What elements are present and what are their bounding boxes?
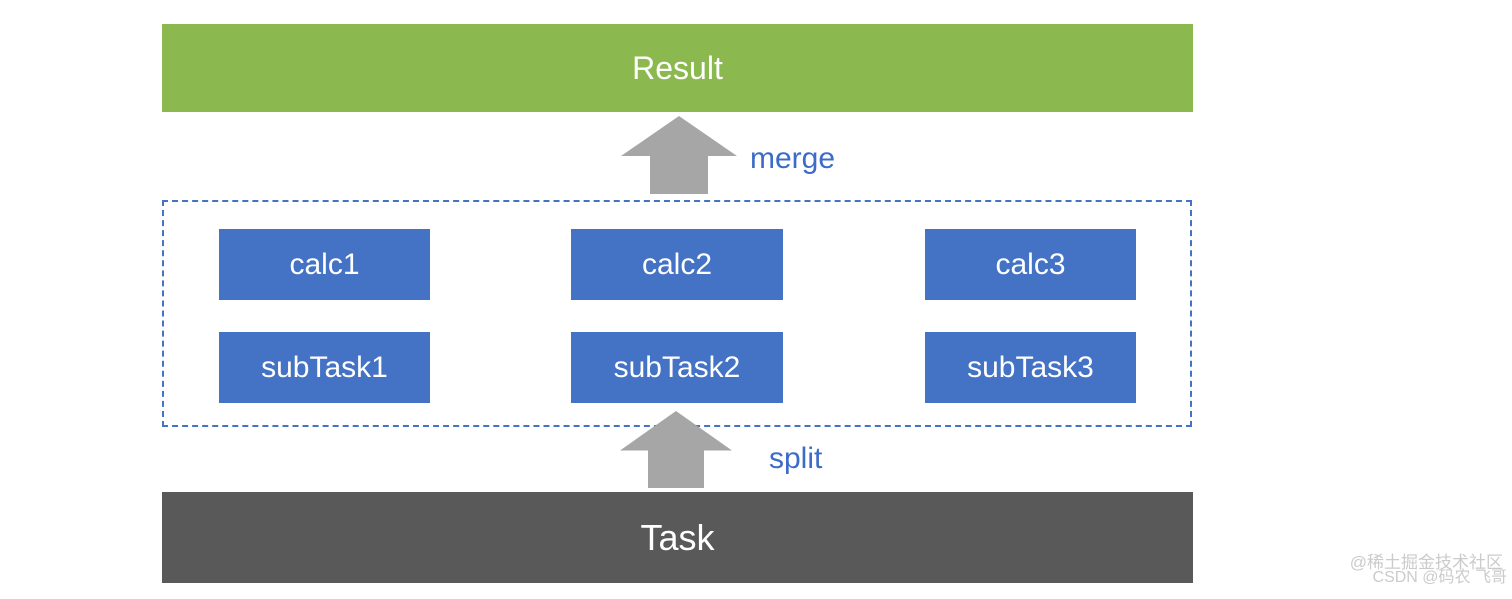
subtask1-node: subTask1	[219, 332, 430, 403]
subtask2-node: subTask2	[571, 332, 783, 403]
subtask1-label: subTask1	[261, 350, 388, 384]
subtask2-label: subTask2	[613, 350, 741, 384]
split-label: split	[769, 442, 823, 475]
calc1-node: calc1	[219, 229, 430, 300]
watermark-juejin: @稀土掘金技术社区	[1349, 553, 1503, 572]
subtask3-node: subTask3	[925, 332, 1136, 403]
task-label: Task	[640, 516, 715, 558]
split-up-arrow-icon	[620, 411, 732, 488]
merge-label: merge	[750, 142, 836, 175]
watermark-csdn: CSDN @码农 飞哥	[1372, 569, 1507, 586]
calc2-node: calc2	[571, 229, 783, 300]
calc3-node: calc3	[925, 229, 1136, 300]
calc3-label: calc3	[995, 247, 1066, 281]
subtask3-label: subTask3	[967, 350, 1094, 384]
merge-up-arrow-icon	[621, 116, 737, 194]
calc2-label: calc2	[641, 247, 713, 281]
result-node: Result	[162, 24, 1193, 112]
task-node: Task	[162, 492, 1193, 583]
result-label: Result	[632, 49, 723, 86]
calc1-label: calc1	[289, 247, 360, 281]
